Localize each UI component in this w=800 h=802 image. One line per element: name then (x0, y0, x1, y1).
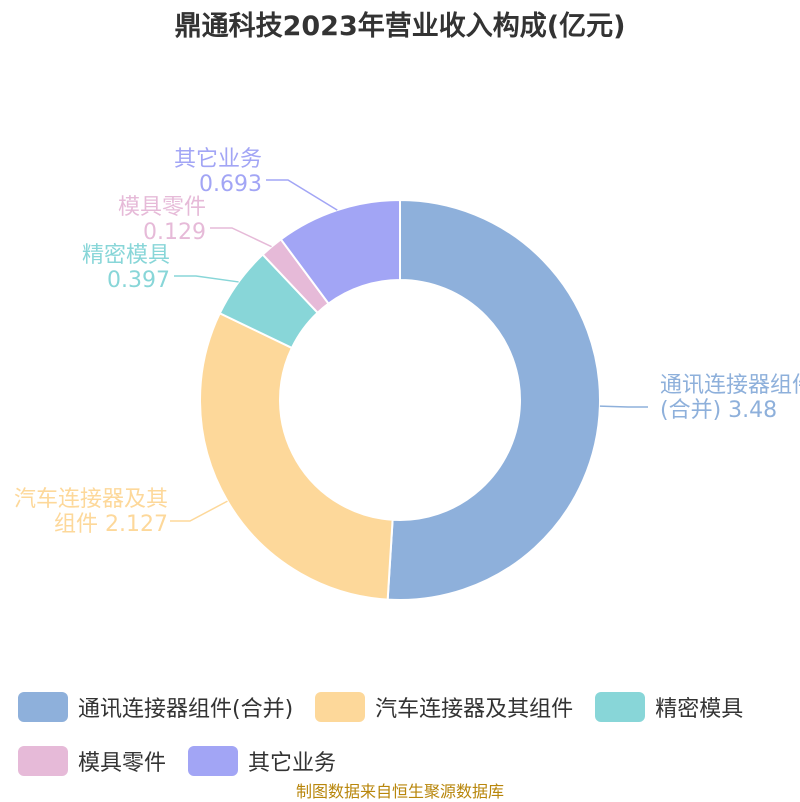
legend-row-2: 模具零件 其它业务 (18, 742, 798, 780)
legend-swatch (18, 692, 68, 722)
legend-swatch (18, 746, 68, 776)
legend-swatch (315, 692, 366, 722)
leader-line (170, 500, 228, 522)
legend-label: 精密模具 (655, 697, 744, 722)
legend-item-automotive-connectors[interactable]: 汽车连接器及其组件 (315, 691, 573, 723)
legend-swatch (595, 692, 646, 722)
data-source-note: 制图数据来自恒生聚源数据库 (295, 782, 504, 801)
leader-line (266, 179, 338, 211)
legend-label: 其它业务 (248, 751, 337, 776)
leader-line (174, 275, 239, 283)
legend-item-precision-molds[interactable]: 精密模具 (595, 691, 743, 723)
chart-legend: 通讯连接器组件(合并) 汽车连接器及其组件 精密模具 模具零件 其它业务 (18, 688, 798, 796)
slice-automotive-connectors[interactable] (199, 311, 394, 601)
legend-item-other-business[interactable]: 其它业务 (188, 745, 336, 777)
slice-other-business[interactable] (279, 198, 401, 305)
legend-label: 汽车连接器及其组件 (375, 697, 574, 722)
leader-line (210, 227, 272, 248)
leader-line (599, 405, 648, 408)
legend-row-1: 通讯连接器组件(合并) 汽车连接器及其组件 精密模具 (18, 688, 798, 726)
slice-label-automotive-connectors: 汽车连接器及其组件 2.127 (14, 487, 168, 537)
slice-communication-connectors[interactable] (386, 198, 601, 601)
legend-label: 通讯连接器组件(合并) (78, 697, 294, 722)
legend-swatch (188, 746, 239, 776)
chart-title: 鼎通科技2023年营业收入构成(亿元) (174, 11, 626, 42)
legend-item-communication-connectors[interactable]: 通讯连接器组件(合并) (18, 691, 293, 723)
legend-label: 模具零件 (78, 751, 167, 776)
legend-item-mold-parts[interactable]: 模具零件 (18, 745, 166, 777)
slice-label-communication-connectors: 通讯连接器组件(合并) 3.48 (660, 373, 800, 423)
